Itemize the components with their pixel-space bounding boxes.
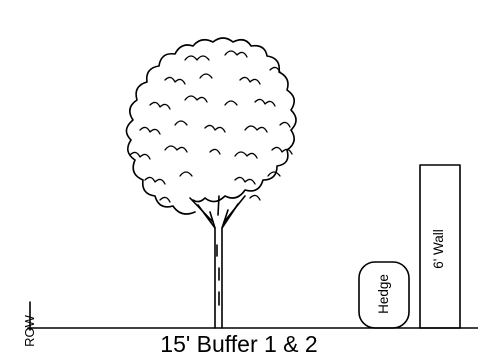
wall-shape: [419, 164, 461, 329]
buffer-caption: 15' Buffer 1 & 2: [160, 331, 318, 357]
tree-trunk: [189, 195, 246, 329]
hedge-shape: [358, 261, 410, 329]
wall-label: 6' Wall: [431, 229, 446, 269]
tree-canopy-texture: [129, 50, 293, 203]
hedge-label: Hedge: [376, 274, 391, 314]
